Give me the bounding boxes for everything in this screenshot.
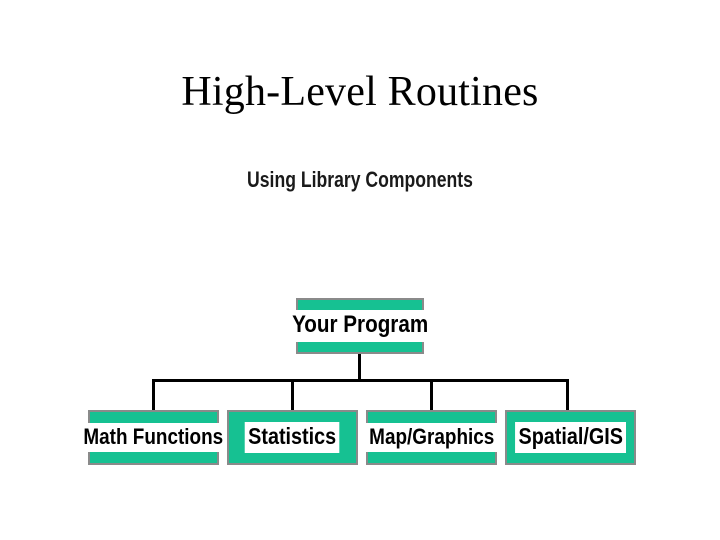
node-statistics: Statistics	[227, 410, 358, 465]
node-map-graphics-label: Map/Graphics	[365, 423, 498, 452]
page-title: High-Level Routines	[181, 69, 539, 115]
node-your-program: Your Program	[288, 298, 432, 354]
connector-horizontal-bus	[152, 379, 569, 382]
node-statistics-label: Statistics	[245, 422, 340, 453]
connector-drop-statistics	[291, 379, 294, 411]
node-spatial-gis: Spatial/GIS	[505, 410, 636, 465]
node-map-graphics: Map/Graphics	[365, 410, 498, 465]
connector-stem	[358, 354, 361, 381]
node-your-program-label: Your Program	[288, 310, 432, 342]
connector-drop-spatial-gis	[566, 379, 569, 411]
connector-drop-map-graphics	[430, 379, 433, 411]
node-spatial-gis-label: Spatial/GIS	[514, 422, 627, 453]
diagram-caption: Using Library Components	[247, 167, 473, 192]
node-math-functions-label: Math Functions	[80, 423, 227, 452]
node-math-functions: Math Functions	[80, 410, 227, 465]
connector-drop-math	[152, 379, 155, 411]
